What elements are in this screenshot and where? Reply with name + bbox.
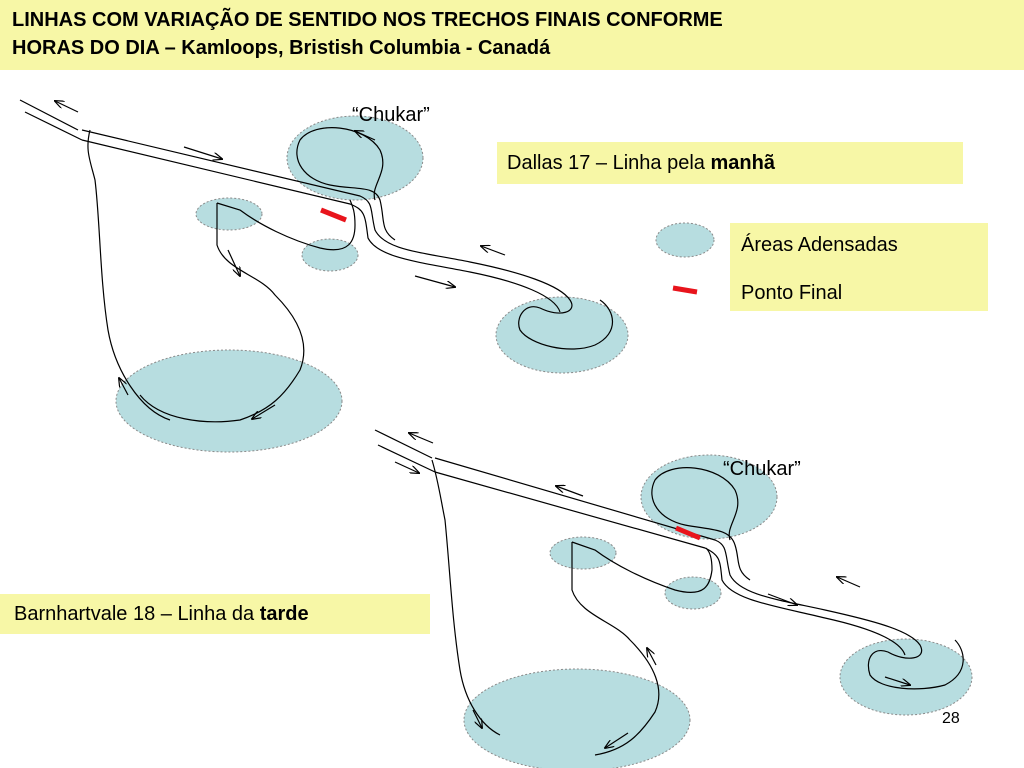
direction-arrow-top-6 xyxy=(481,246,506,256)
slide-title: LINHAS COM VARIAÇÃO DE SENTIDO NOS TRECH… xyxy=(0,0,1024,70)
route-line-bottom-return xyxy=(434,471,906,656)
dense-area-small-1-top xyxy=(195,197,263,231)
legend-area-symbol xyxy=(655,222,715,258)
direction-arrow-bottom-5 xyxy=(837,577,861,588)
direction-arrow-top-3 xyxy=(355,131,376,141)
route-line-top-entry-2 xyxy=(24,111,83,141)
route-line-bottom-small-loop xyxy=(571,542,660,756)
direction-arrow-bottom-1 xyxy=(409,433,434,444)
route-line-bottom-west-branch xyxy=(431,459,501,736)
dallas-caption-text: Dallas 17 – Linha pela xyxy=(507,152,711,174)
direction-arrow-top-8 xyxy=(252,404,276,419)
direction-arrow-bottom-6 xyxy=(647,648,657,666)
legend-stop-label: Ponto Final xyxy=(741,282,843,304)
route-line-top-chukar-loop xyxy=(296,127,396,241)
direction-arrow-bottom-3 xyxy=(556,486,584,497)
route-line-top-return xyxy=(81,139,561,313)
route-line-top-entry-1 xyxy=(19,99,79,131)
slide-title-line-2: HORAS DO DIA – Kamloops, Bristish Columb… xyxy=(12,37,551,59)
barnhartvale-caption-text: Barnhartvale 18 – Linha da xyxy=(14,603,260,625)
chukar-label-top: “Chukar” xyxy=(352,104,430,126)
direction-arrow-bottom-8 xyxy=(472,709,482,728)
direction-arrow-bottom-9 xyxy=(605,732,629,748)
dense-area-small-2-bottom xyxy=(664,576,722,610)
dallas-route-caption: Dallas 17 – Linha pela manhã xyxy=(497,142,963,184)
route-line-bottom-entry-2 xyxy=(377,444,436,473)
direction-arrow-top-4 xyxy=(227,249,240,276)
barnhartvale-caption-bold: tarde xyxy=(259,603,309,625)
dense-area-bottom-left-top xyxy=(115,349,343,453)
barnhartvale-route-caption: Barnhartvale 18 – Linha da tarde xyxy=(0,594,430,634)
direction-arrow-bottom-4 xyxy=(767,593,797,605)
route-line-top-inner-loop xyxy=(216,199,356,251)
top-map xyxy=(19,99,629,453)
slide-title-line-1: LINHAS COM VARIAÇÃO DE SENTIDO NOS TRECH… xyxy=(12,9,723,31)
dense-area-small-1-bottom xyxy=(549,536,617,570)
end-point-marker-bottom xyxy=(675,525,701,541)
dallas-caption-bold: manhã xyxy=(710,152,775,174)
bottom-map xyxy=(374,429,973,768)
legend: Áreas Adensadas Ponto Final xyxy=(730,223,988,311)
direction-arrow-bottom-7 xyxy=(884,676,910,685)
route-line-top-small-loop xyxy=(139,203,305,423)
dense-area-right-top xyxy=(495,296,629,374)
dense-area-chukar-bottom xyxy=(640,454,778,540)
direction-arrow-bottom-2 xyxy=(394,461,419,473)
direction-arrow-top-5 xyxy=(414,275,455,287)
direction-arrow-top-7 xyxy=(119,378,129,396)
end-point-marker-top xyxy=(320,207,347,223)
dense-area-bottom-left-bottom xyxy=(463,668,691,768)
route-line-bottom-main xyxy=(434,457,964,690)
legend-area-label: Áreas Adensadas xyxy=(741,234,898,256)
page-number: 28 xyxy=(942,710,960,727)
route-line-bottom-inner-loop xyxy=(571,541,713,593)
direction-arrow-top-2 xyxy=(183,146,222,159)
route-line-top-main xyxy=(81,129,613,350)
route-line-bottom-chukar-loop xyxy=(651,467,751,581)
dense-area-right-bottom xyxy=(839,638,973,716)
dense-area-chukar-top xyxy=(286,115,424,201)
legend-stop-symbol xyxy=(672,285,698,295)
route-line-top-west-branch xyxy=(87,129,171,421)
direction-arrow-top-1 xyxy=(55,101,79,113)
route-line-bottom-entry-1 xyxy=(374,429,433,459)
chukar-label-bottom: “Chukar” xyxy=(723,458,801,480)
